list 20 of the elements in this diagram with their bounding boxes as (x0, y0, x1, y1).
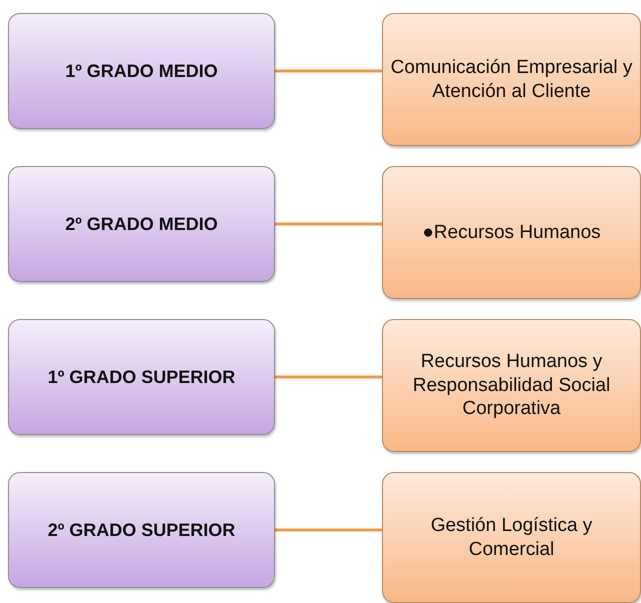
level-box (8, 166, 275, 282)
module-box (382, 319, 641, 452)
box-label: ●Recursos Humanos (421, 220, 602, 244)
level-box (8, 319, 275, 435)
connector-line (275, 528, 382, 532)
connector-line (275, 376, 382, 378)
box-label: 2º GRADO MEDIO (65, 214, 218, 234)
box-label: 2º GRADO SUPERIOR (48, 520, 236, 540)
box-label: Recursos Humanos y Responsabilidad Social Corporativa (412, 350, 612, 422)
connector-line (275, 222, 382, 226)
box-label: Comunicación Empresarial y Atención al Cliente (390, 56, 634, 104)
level-box (8, 472, 275, 588)
module-box (382, 13, 641, 146)
connector-line (275, 70, 382, 72)
level-box (8, 13, 275, 129)
box-label: 1º GRADO SUPERIOR (48, 366, 236, 388)
module-box (382, 166, 641, 299)
module-box (382, 472, 641, 603)
box-label: Gestión Logística y Comercial (430, 514, 594, 562)
box-label: 1º GRADO MEDIO (65, 60, 218, 82)
